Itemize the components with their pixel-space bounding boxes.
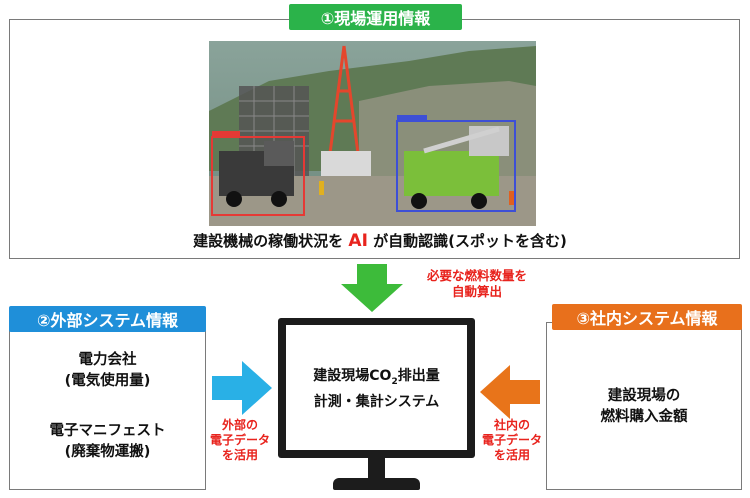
left-arrow-note-line1: 外部の (221, 418, 258, 432)
top-caption-post: が自動認識(スポットを含む) (373, 232, 567, 250)
top-caption-pre: 建設機械の稼働状況を (193, 232, 344, 250)
left-section-tag: ②外部システム情報 (9, 306, 206, 332)
left-item-2: 電子マニフェスト (廃棄物運搬) (9, 421, 206, 463)
construction-scene-illustration (209, 41, 536, 226)
monitor-line1: 建設現場CO2排出量 (286, 366, 467, 392)
monitor-line1-post: 排出量 (397, 368, 440, 384)
left-item-1-line1: 電力会社 (78, 352, 137, 368)
monitor-neck (368, 458, 385, 480)
right-arrow-note-line2: 電子データ (481, 433, 542, 447)
top-section-tag: ①現場運用情報 (289, 4, 462, 30)
left-arrow-note: 外部の 電子データ を活用 (200, 418, 280, 463)
monitor-line1-sub: 2 (391, 376, 398, 387)
construction-site-photo (209, 41, 536, 226)
right-item: 建設現場の 燃料購入金額 (546, 386, 742, 428)
monitor-screen (286, 325, 467, 450)
fuel-note: 必要な燃料数量を 自動算出 (412, 268, 542, 300)
right-arrow-note-line3: を活用 (493, 448, 530, 462)
left-arrow-note-line3: を活用 (221, 448, 258, 462)
right-item-line1: 建設現場の (607, 388, 681, 404)
right-section-box (546, 322, 742, 490)
monitor-line2: 計測・集計システム (313, 393, 440, 410)
right-section-tag: ③社内システム情報 (552, 304, 742, 330)
left-arrow-note-line2: 電子データ (209, 433, 270, 447)
blue-right-arrow-icon (212, 361, 272, 415)
left-section-box (9, 322, 206, 490)
monitor-stand (333, 478, 420, 490)
monitor-text: 建設現場CO2排出量 計測・集計システム (286, 366, 467, 412)
left-item-1-line2: (電気使用量) (64, 373, 151, 389)
monitor-line1-pre: 建設現場CO (313, 368, 392, 384)
fuel-note-line2: 自動算出 (451, 284, 502, 299)
green-down-arrow-icon (341, 264, 403, 312)
top-caption-ai: AI (348, 231, 368, 251)
right-arrow-note-line1: 社内の (493, 418, 530, 432)
right-arrow-note: 社内の 電子データ を活用 (472, 418, 552, 463)
right-item-line2: 燃料購入金額 (600, 409, 688, 425)
fuel-note-line1: 必要な燃料数量を (426, 268, 527, 283)
left-item-2-line1: 電子マニフェスト (49, 423, 166, 439)
orange-left-arrow-icon (480, 365, 540, 419)
left-item-2-line2: (廃棄物運搬) (64, 444, 151, 460)
monitor: 建設現場CO2排出量 計測・集計システム (278, 318, 475, 494)
left-item-1: 電力会社 (電気使用量) (9, 350, 206, 392)
top-caption: 建設機械の稼働状況を AI が自動認識(スポットを含む) (100, 231, 660, 251)
